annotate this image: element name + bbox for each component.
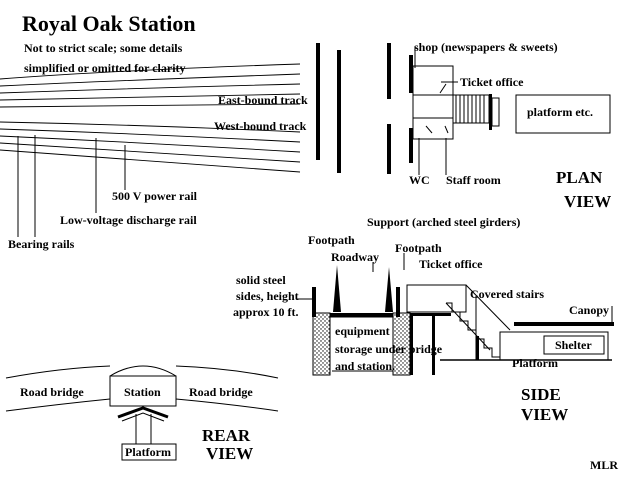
side-platform-label: Platform [512,356,558,370]
rear-platform-label: Platform [125,445,171,459]
plan-view-title-line1: PLAN [556,168,603,187]
track-lines [0,63,301,173]
footpath-right-label: Footpath [395,241,442,255]
staff-room-label: Staff room [446,173,501,187]
covered-stairs-label: Covered stairs [470,287,544,301]
support-label: Support (arched steel girders) [367,215,520,229]
road-bridge-left-label: Road bridge [20,385,84,399]
side-view-title-line1: SIDE [521,385,561,404]
diagram-title: Royal Oak Station [22,11,196,36]
scale-note-line1: Not to strict scale; some details [24,41,183,55]
author-initials: MLR [590,458,618,472]
bridge-wall-right [337,50,341,173]
roadway-label: Roadway [331,250,379,264]
west-bound-track-label: West-bound track [214,119,307,133]
road-bridge-right-label: Road bridge [189,385,253,399]
footpath-left-label: Footpath [308,233,355,247]
rear-view-title-line1: REAR [202,426,251,445]
rear-station-label: Station [124,385,161,399]
scale-note-line2: simplified or omitted for clarity [24,61,186,75]
bearing-rails-label: Bearing rails [8,237,75,251]
plan-platform-label: platform etc. [527,105,593,119]
side-view-title-line2: VIEW [521,405,568,424]
rear-view-title-line2: VIEW [206,444,253,463]
plan-view [387,43,611,175]
side-view [296,253,614,376]
plan-ticket-office-label: Ticket office [460,75,524,89]
shop-label: shop (newspapers & sweets) [414,40,558,54]
rear-view [5,365,279,461]
rail-pointers [17,135,126,237]
equipment-line3: and station. [335,359,395,373]
equipment-line1: equipment [335,324,390,338]
canopy-label: Canopy [569,303,609,317]
bridge-wall-left [316,43,320,160]
discharge-rail-label: Low-voltage discharge rail [60,213,197,227]
steel-sides-line2: sides, height [236,289,299,303]
side-ticket-office-label: Ticket office [419,257,483,271]
steel-sides-line1: solid steel [236,273,286,287]
plan-view-title-line2: VIEW [564,192,611,211]
steel-sides-line3: approx 10 ft. [233,305,298,319]
east-bound-track-label: East-bound track [218,93,308,107]
power-rail-label: 500 V power rail [112,189,198,203]
equipment-line2: storage under bridge [335,342,443,356]
shelter-label: Shelter [555,338,592,352]
wc-label: WC [409,173,430,187]
